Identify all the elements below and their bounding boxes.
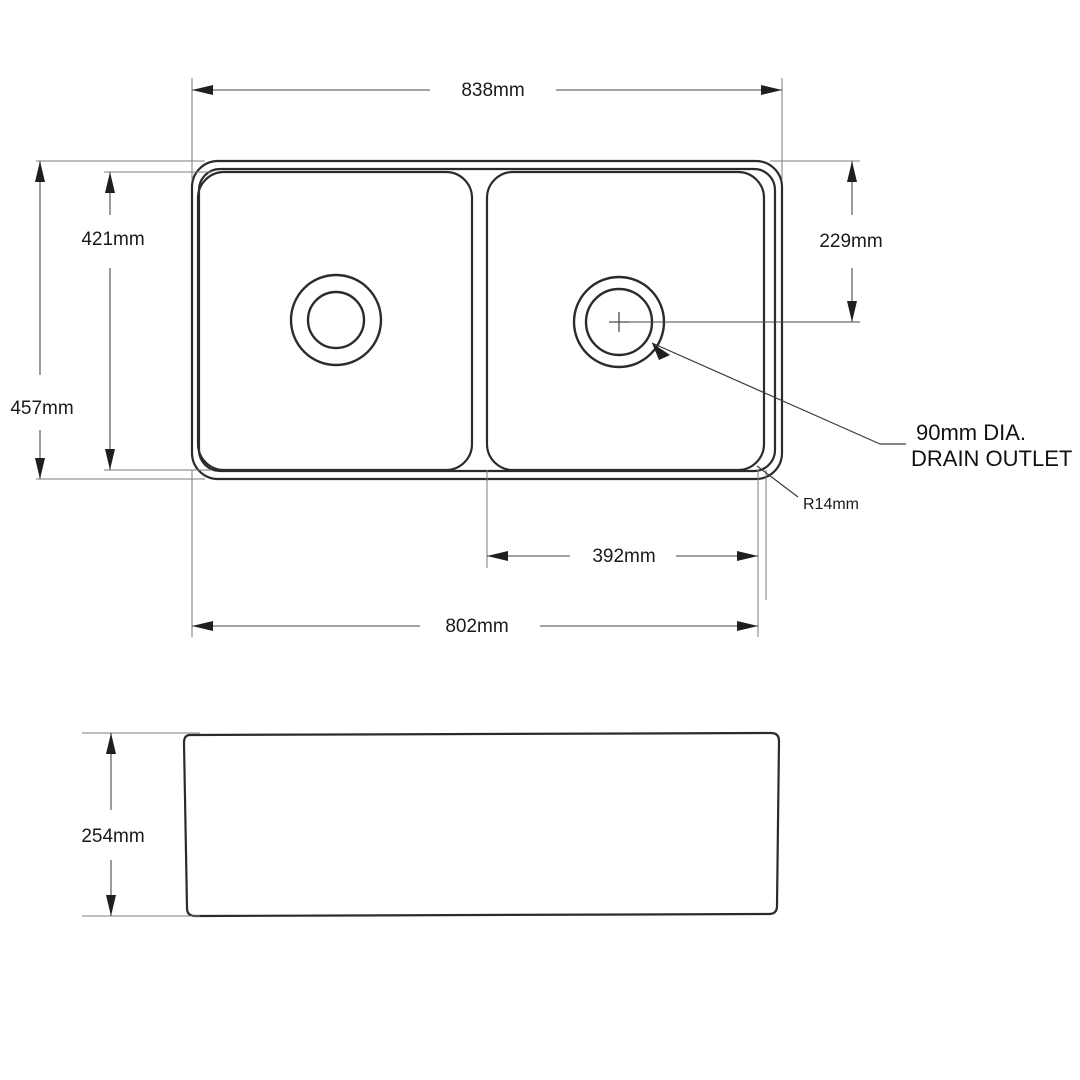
arrowhead [106, 895, 116, 916]
dimension-overall-depth: 457mm [10, 161, 74, 479]
arrowhead [35, 161, 45, 182]
drain-left-outer-circle [289, 273, 383, 367]
arrowhead [737, 551, 758, 561]
annotation-corner-radius: R14mm [756, 465, 859, 513]
sink-side-profile [182, 731, 781, 918]
dimension-drain-offset-horizontal: 392mm [487, 546, 758, 567]
annotation-label-drain-diameter: 90mm DIA. [916, 420, 1026, 445]
dimension-label-overall-width: 838mm [461, 80, 524, 101]
front-elevation-group [182, 731, 781, 918]
extension-lines-front-view [82, 732, 200, 917]
dimension-label-side-height: 254mm [81, 826, 144, 847]
arrowhead [652, 343, 670, 360]
arrowhead [847, 301, 857, 322]
annotation-drain-outlet: 90mm DIA. DRAIN OUTLET [651, 342, 1072, 471]
dimension-side-height: 254mm [81, 733, 145, 916]
arrowhead [35, 458, 45, 479]
arrowhead [105, 172, 115, 193]
dimension-label-drain-offset-horizontal: 392mm [592, 546, 655, 567]
top-view-group [190, 159, 784, 481]
dimension-bowl-span-width: 802mm [192, 616, 758, 637]
arrowhead [761, 85, 782, 95]
annotation-label-corner-radius: R14mm [803, 496, 859, 513]
dimension-overall-width: 838mm [192, 80, 782, 101]
arrowhead [737, 621, 758, 631]
sink-bowl-right [485, 170, 766, 472]
arrowhead [105, 449, 115, 470]
arrowhead [192, 85, 213, 95]
arrowhead [106, 733, 116, 754]
arrowhead [847, 161, 857, 182]
dimension-bowl-depth: 421mm [81, 172, 145, 470]
dimension-label-bowl-span-width: 802mm [445, 616, 508, 637]
dimension-drain-offset-right: 229mm [619, 161, 883, 323]
drain-left-inner-circle [306, 290, 366, 350]
arrowhead [487, 551, 508, 561]
dimension-label-bowl-depth: 421mm [81, 229, 144, 250]
sink-bowl-left [196, 170, 474, 472]
extension-lines-top-view [36, 78, 860, 637]
annotation-label-drain-outlet: DRAIN OUTLET [911, 446, 1072, 471]
arrowhead [192, 621, 213, 631]
dimension-label-overall-depth: 457mm [10, 398, 73, 419]
dimension-label-drain-offset-right: 229mm [819, 231, 882, 252]
